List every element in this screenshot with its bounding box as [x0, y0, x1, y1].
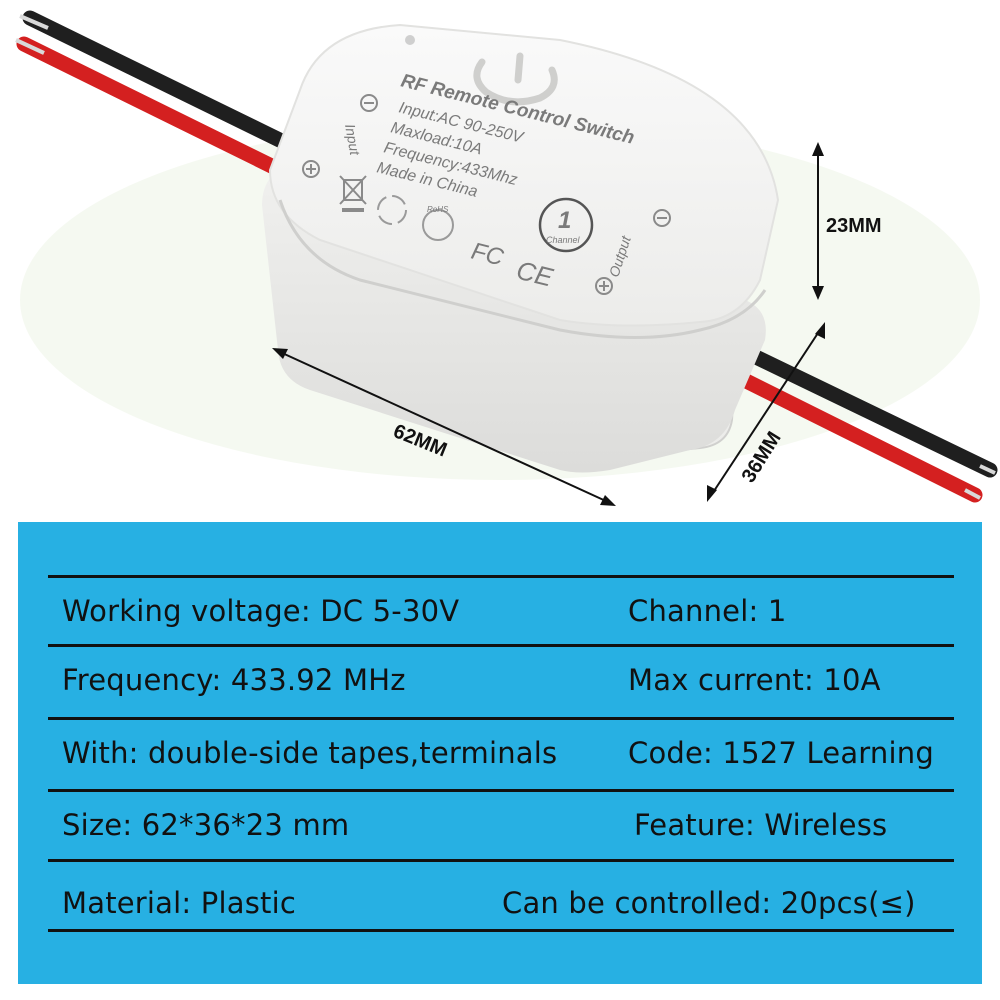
spec-row: Material: Plastic Can be controlled: 20p… — [48, 859, 954, 932]
output-minus-icon — [653, 209, 671, 227]
svg-text:1: 1 — [558, 207, 571, 234]
spec-row: Frequency: 433.92 MHz Max current: 10A — [48, 644, 954, 714]
spec-row: With: double-side tapes,terminals Code: … — [48, 717, 954, 787]
spec-row: Size: 62*36*23 mm Feature: Wireless — [48, 789, 954, 859]
switch-case — [262, 23, 780, 473]
spec-material: Material: Plastic — [62, 886, 296, 920]
spec-with: With: double-side tapes,terminals — [62, 736, 558, 770]
spec-feature: Feature: Wireless — [634, 808, 888, 842]
svg-text:Channel: Channel — [546, 235, 581, 245]
spec-size: Size: 62*36*23 mm — [62, 808, 350, 842]
weee-bin-icon — [339, 175, 367, 212]
spec-code: Code: 1527 Learning — [628, 736, 934, 770]
spec-panel: Working voltage: DC 5-30V Channel: 1 Fre… — [18, 522, 982, 984]
height-label: 23MM — [826, 215, 882, 237]
spec-row: Working voltage: DC 5-30V Channel: 1 — [48, 575, 954, 645]
recycle-icon — [377, 195, 407, 225]
spec-max-current: Max current: 10A — [628, 663, 881, 697]
input-minus-icon — [360, 94, 378, 112]
input-plus-icon — [302, 160, 320, 178]
channel-badge: 1 Channel — [538, 197, 594, 253]
power-button-icon — [473, 52, 558, 106]
height-dimension: 23MM — [812, 142, 882, 300]
input-terminal-label: Input — [342, 123, 363, 158]
svg-text:RoHS: RoHS — [427, 205, 449, 214]
spec-controlled: Can be controlled: 20pcs(≤) — [502, 886, 916, 920]
spec-frequency: Frequency: 433.92 MHz — [62, 663, 406, 697]
spec-working-voltage: Working voltage: DC 5-30V — [62, 594, 460, 628]
rohs-icon: RoHS — [422, 205, 454, 241]
input-wires — [15, 10, 308, 188]
output-plus-icon — [595, 277, 613, 295]
spec-channel: Channel: 1 — [628, 594, 787, 628]
product-photo: RF Remote Control Switch Input:AC 90-250… — [15, 10, 998, 506]
